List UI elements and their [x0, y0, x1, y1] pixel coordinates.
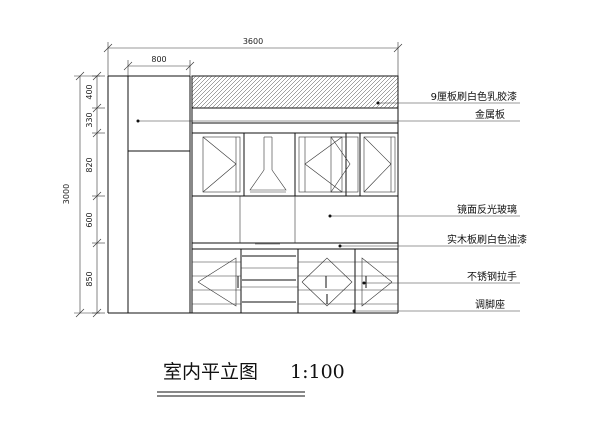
- hatch-line: [291, 75, 325, 109]
- hatch-line: [279, 75, 313, 109]
- hatched-top-band: [191, 75, 399, 109]
- dimension-overall-width-label: 3600: [243, 37, 263, 46]
- hatch-line: [271, 75, 305, 109]
- hatch-line: [371, 81, 399, 109]
- annotation-solid-wood: 实木板刷白色油漆: [447, 233, 527, 246]
- upper-door-2: [298, 136, 343, 193]
- lower-base-cabinets: [192, 243, 398, 313]
- hatch-line: [191, 75, 221, 105]
- material-annotations: 9厘板刷白色乳胶漆 金属板 镜面反光玻璃 实木板刷白色油漆 不锈钢拉手 调脚座: [431, 90, 527, 311]
- annotation-metal-panel: 金属板: [475, 108, 505, 121]
- hatch-line: [219, 75, 253, 109]
- upper-door-4: [363, 136, 396, 193]
- hatch-line: [319, 75, 353, 109]
- hatch-line: [235, 75, 269, 109]
- leader-lines: [136, 101, 520, 313]
- hatch-line: [355, 75, 389, 109]
- cabinet-outline: [108, 76, 399, 314]
- hatch-line: [259, 75, 293, 109]
- annotation-ceiling-board: 9厘板刷白色乳胶漆: [431, 90, 517, 103]
- drawing-title: 室内平立图 1:100: [157, 361, 345, 397]
- hatch-line: [323, 75, 357, 109]
- dimension-segment-chain: 400 330 820 600 850: [85, 71, 105, 318]
- cabinet-handles: [237, 255, 367, 304]
- dimension-overall-width: 3600: [103, 37, 403, 78]
- hatch-line: [311, 75, 345, 109]
- drawing-title-text: 室内平立图: [163, 361, 258, 383]
- hatch-line: [191, 75, 201, 85]
- hatch-line: [307, 75, 341, 109]
- hatch-line: [303, 75, 337, 109]
- upper-door-3: [330, 136, 359, 193]
- hatch-line: [227, 75, 261, 109]
- hatch-line: [299, 75, 333, 109]
- dimension-column-width-label: 800: [151, 55, 166, 64]
- hatch-line: [379, 89, 399, 109]
- hatch-line: [191, 75, 209, 93]
- hatch-line: [287, 75, 321, 109]
- hatch-line: [375, 85, 399, 109]
- hatch-line: [191, 75, 225, 109]
- hatch-line: [351, 75, 385, 109]
- hatch-line: [335, 75, 369, 109]
- hatch-line: [223, 75, 257, 109]
- hatch-line: [207, 75, 241, 109]
- upper-glass-cabinets: [202, 133, 396, 196]
- hatch-line: [255, 75, 289, 109]
- hatch-line: [383, 93, 399, 109]
- dimension-segment-5: 850: [85, 271, 94, 286]
- range-hood: [249, 136, 287, 193]
- hatch-line: [367, 77, 399, 109]
- hatch-line: [199, 75, 233, 109]
- hatch-line: [275, 75, 309, 109]
- mirror-glass-band: [239, 196, 296, 243]
- hatch-line: [191, 75, 217, 101]
- dimension-segment-4: 600: [85, 212, 94, 227]
- hatch-line: [363, 75, 397, 109]
- annotation-steel-handle: 不锈钢拉手: [467, 270, 517, 283]
- hatch-line: [239, 75, 273, 109]
- hatch-line: [191, 75, 197, 81]
- upper-door-1: [202, 136, 241, 193]
- hatch-line: [191, 75, 213, 97]
- hatch-line: [263, 75, 297, 109]
- dimension-column-width: 800: [123, 55, 195, 80]
- annotation-mirror-glass: 镜面反光玻璃: [457, 203, 517, 216]
- dimension-overall-height: 3000: [62, 71, 100, 318]
- hatch-line: [331, 75, 365, 109]
- hatch-line: [267, 75, 301, 109]
- drawing-title-scale: 1:100: [290, 361, 345, 383]
- hatch-line: [359, 75, 393, 109]
- hatch-line: [231, 75, 265, 109]
- hatch-line: [343, 75, 377, 109]
- dimension-overall-height-label: 3000: [62, 184, 71, 204]
- hatch-line: [195, 75, 229, 109]
- dimension-segment-1: 400: [85, 84, 94, 99]
- hatch-line: [215, 75, 249, 109]
- side-column: [107, 75, 191, 313]
- hatch-line: [283, 75, 317, 109]
- annotation-adjustable-foot: 调脚座: [475, 298, 505, 311]
- hatch-line: [295, 75, 329, 109]
- hatch-line: [315, 75, 349, 109]
- dimension-segment-2: 330: [85, 112, 94, 127]
- hatch-line: [243, 75, 277, 109]
- hatch-line: [327, 75, 361, 109]
- hatch-line: [203, 75, 237, 109]
- hatch-line: [251, 75, 285, 109]
- hatch-line: [247, 75, 281, 109]
- hatch-line: [339, 75, 373, 109]
- hatch-line: [211, 75, 245, 109]
- hatch-line: [347, 75, 381, 109]
- hatch-line: [191, 75, 205, 89]
- dimension-segment-3: 820: [85, 157, 94, 172]
